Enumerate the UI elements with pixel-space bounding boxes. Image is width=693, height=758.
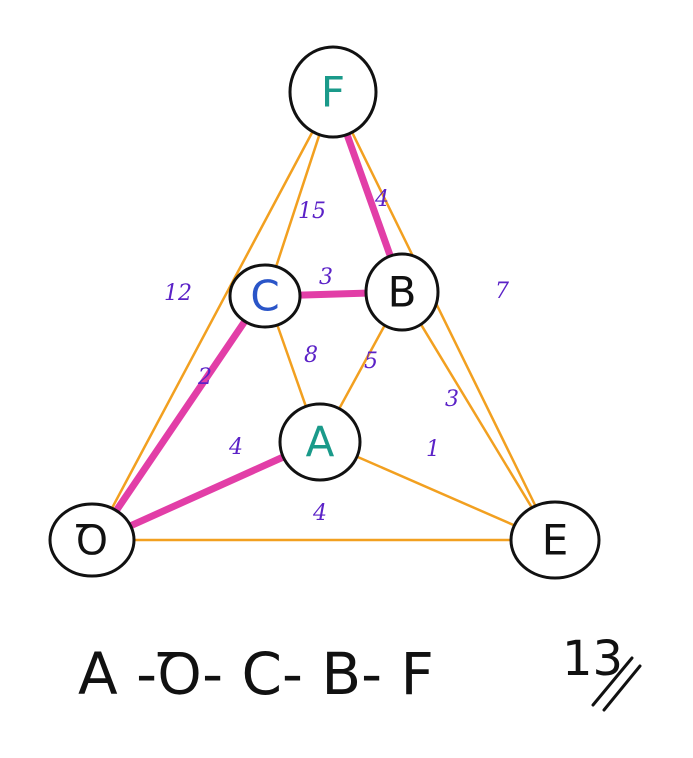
weight-a-e: 1	[426, 437, 440, 462]
node-b: B	[364, 252, 440, 332]
weight-d-e: 4	[312, 501, 327, 526]
weight-c-b: 3	[319, 265, 333, 290]
edge-f-d	[110, 130, 314, 510]
node-c: C	[228, 263, 302, 329]
edge-f-c	[274, 133, 321, 268]
edge-a-e	[355, 455, 516, 527]
node-a-label: A	[306, 418, 335, 467]
node-c-label: C	[250, 272, 279, 321]
node-c-circle	[228, 263, 302, 329]
weight-f-e: 7	[495, 279, 509, 304]
edge-b-a	[337, 324, 386, 410]
nodes-layer: F C B A Ꝺ E	[48, 45, 601, 580]
weight-b-a: 5	[364, 349, 378, 374]
node-f-circle	[288, 45, 378, 139]
edge-f-e	[350, 131, 537, 508]
edge-a-d	[127, 453, 287, 530]
weight-f-d: 12	[164, 281, 192, 306]
node-a-circle	[278, 402, 362, 482]
weight-b-e: 3	[445, 387, 459, 412]
node-f-label: F	[321, 68, 345, 117]
node-e-label: E	[542, 516, 569, 565]
weight-f-b: 4	[374, 187, 389, 212]
path-sequence: A -Ꝺ- C- B- F	[78, 640, 434, 708]
path-total: 13	[562, 631, 623, 687]
weights-layer: 12 15 4 7 3 2 8 5 3 4 1 4	[164, 187, 509, 526]
check-mark-icon	[591, 656, 634, 707]
edge-c-d	[112, 317, 249, 515]
node-e: E	[509, 500, 601, 580]
shortest-path-summary: A -Ꝺ- C- B- F 13	[78, 631, 642, 712]
weight-c-d: 2	[197, 365, 212, 390]
edges-layer	[110, 130, 537, 542]
node-b-circle	[364, 252, 440, 332]
node-f: F	[288, 45, 378, 139]
edge-b-e	[419, 323, 534, 509]
node-d-label: Ꝺ	[76, 516, 109, 565]
node-b-label: B	[388, 268, 417, 317]
edge-c-a	[276, 323, 308, 408]
check-mark-icon-second	[602, 664, 642, 712]
edge-f-b	[343, 131, 394, 260]
node-d-circle	[48, 502, 136, 578]
weight-a-d: 4	[228, 435, 243, 460]
node-a: A	[278, 402, 362, 482]
node-d: Ꝺ	[48, 502, 136, 578]
weight-f-c: 15	[298, 199, 326, 224]
weight-c-a: 8	[304, 343, 318, 368]
edge-c-b	[296, 289, 370, 299]
node-e-circle	[509, 500, 601, 580]
